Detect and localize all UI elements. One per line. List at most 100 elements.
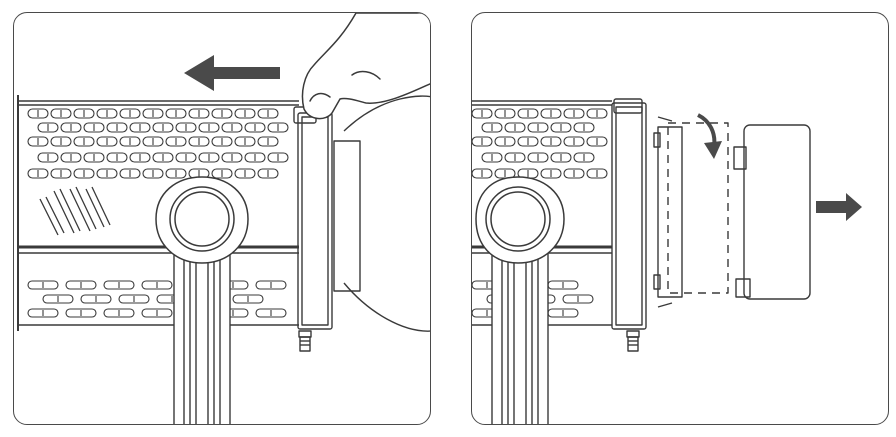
vent-slot (27, 136, 49, 147)
vent-slots-bottom (27, 280, 287, 318)
vent-slot (540, 108, 562, 119)
vent-slot (257, 108, 279, 119)
vent-slot (106, 122, 128, 133)
vent-slot (267, 152, 289, 163)
panel-step-1 (13, 12, 431, 425)
vent-slot (472, 108, 493, 119)
vent-slot (573, 122, 595, 133)
vent-slot (73, 136, 95, 147)
vent-slot (83, 152, 105, 163)
vent-slot (37, 122, 59, 133)
vent-slot (118, 294, 150, 304)
vent-slot (472, 168, 493, 179)
down-curved-arrow-icon (697, 113, 722, 159)
vent-slot (27, 168, 49, 179)
tilt-knob (475, 176, 565, 264)
hand-icon (301, 13, 430, 120)
vent-slot (165, 108, 187, 119)
vent-slot (255, 308, 287, 318)
vent-slot (267, 122, 289, 133)
vent-slot (517, 136, 539, 147)
vent-slot (221, 122, 243, 133)
vent-slot (142, 168, 164, 179)
front-bezel (297, 112, 333, 330)
vent-slot (106, 152, 128, 163)
vent-slot (27, 108, 49, 119)
vent-slot (142, 136, 164, 147)
vent-slot (165, 136, 187, 147)
vent-slot (42, 294, 74, 304)
vent-slot (152, 152, 174, 163)
vent-slot (165, 168, 187, 179)
front-bezel (611, 102, 647, 330)
vent-slot (540, 136, 562, 147)
vent-slot (103, 280, 135, 290)
vent-slot (198, 122, 220, 133)
vent-slot (494, 136, 516, 147)
vent-slot (255, 280, 287, 290)
vent-slot (119, 108, 141, 119)
vent-slot (540, 168, 562, 179)
vent-slot (73, 168, 95, 179)
vent-slot (573, 152, 595, 163)
vent-slot (142, 108, 164, 119)
vent-slot (221, 152, 243, 163)
vent-slot (65, 308, 97, 318)
vent-slot (494, 108, 516, 119)
vent-slot (80, 294, 112, 304)
right-arrow-icon (816, 193, 862, 221)
vent-slot (481, 152, 503, 163)
vent-slot (50, 168, 72, 179)
vent-slot (586, 168, 608, 179)
vent-slot (65, 280, 97, 290)
vent-slot (234, 108, 256, 119)
vent-slots-top (472, 108, 608, 179)
illustration-step-1 (17, 13, 430, 424)
vent-slot (234, 136, 256, 147)
vent-slot (563, 168, 585, 179)
vent-slot (73, 108, 95, 119)
vent-slot (211, 168, 233, 179)
left-arrow-icon (184, 55, 280, 91)
vent-slot (141, 308, 173, 318)
vent-slot (563, 108, 585, 119)
vent-slot (83, 122, 105, 133)
vent-slot (562, 294, 594, 304)
vent-slot (129, 122, 151, 133)
vent-slot (103, 308, 135, 318)
vent-slot (141, 280, 173, 290)
removed-adapter (743, 124, 811, 300)
reflector-ring (333, 140, 361, 292)
vent-slot (550, 152, 572, 163)
vent-slot (257, 136, 279, 147)
vent-slot (96, 108, 118, 119)
vent-slot (232, 294, 264, 304)
vent-slots-top (27, 108, 289, 179)
vent-slot (188, 108, 210, 119)
tilt-knob (155, 176, 249, 264)
vent-slot (550, 122, 572, 133)
vent-slot (27, 280, 59, 290)
vent-slot (517, 108, 539, 119)
adapter-ghost-dashed (667, 122, 729, 294)
vent-slot (119, 168, 141, 179)
vent-slot (60, 122, 82, 133)
yoke-arm (491, 232, 549, 424)
vent-slot (129, 152, 151, 163)
panel-step-2 (471, 12, 889, 425)
reflector-bowl (343, 95, 430, 332)
yoke-arm (173, 232, 231, 424)
vent-slot (234, 168, 256, 179)
vent-slot (50, 108, 72, 119)
vent-slot (586, 136, 608, 147)
vent-slot (472, 136, 493, 147)
mount-flange (657, 126, 683, 298)
vent-slot (96, 168, 118, 179)
vent-slot (50, 136, 72, 147)
bezel-latch (613, 98, 643, 114)
vent-slot (211, 136, 233, 147)
vent-slot (60, 152, 82, 163)
vent-slot (211, 108, 233, 119)
vent-slot (119, 136, 141, 147)
vent-slot (527, 152, 549, 163)
